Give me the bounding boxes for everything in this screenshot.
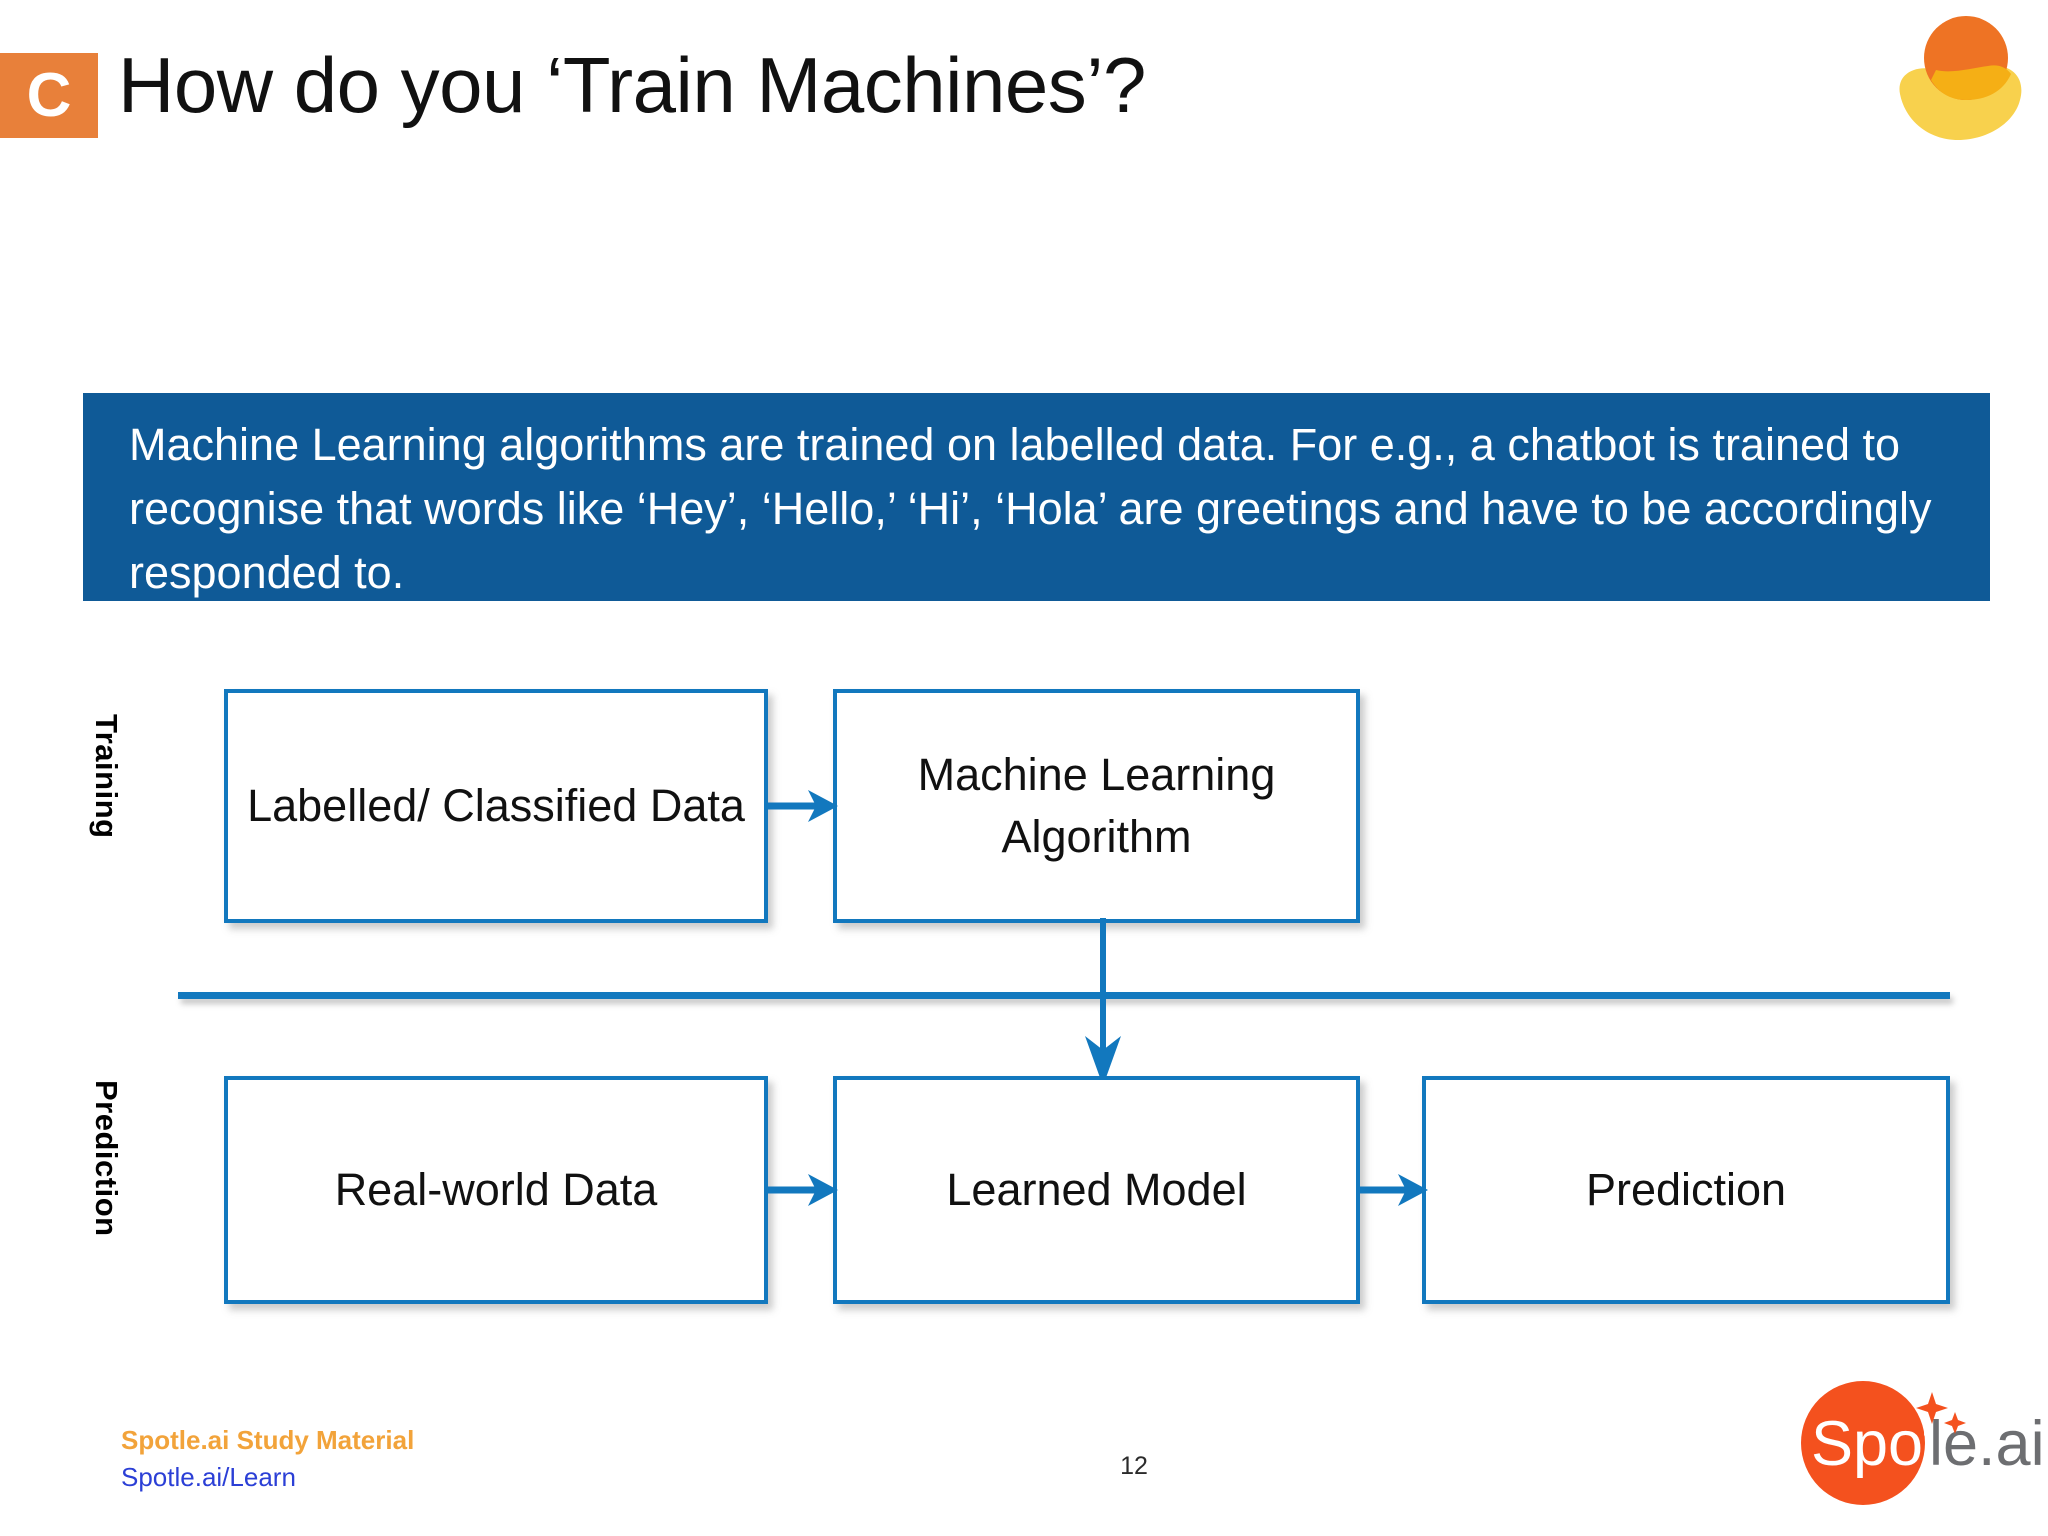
page-number: 12 [1120,1452,1148,1480]
arrow-right-learned-model-to-prediction [1356,1170,1432,1210]
section-divider [178,992,1950,999]
flow-box-label: Prediction [1585,1164,1787,1215]
flow-box-label: Machine Learning Algorithm [917,749,1276,862]
flow-box-label: Real-world Data [334,1164,658,1215]
flow-box-labelled-data[interactable]: Labelled/ Classified Data [224,689,768,923]
chapter-badge: C [0,53,98,138]
flow-box-realworld-data[interactable]: Real-world Data [224,1076,768,1304]
sun-over-bowl-logo-icon [1890,8,2030,148]
footer-learn-link[interactable]: Spotle.ai/Learn [121,1462,296,1492]
row-label-training: Training [89,714,124,839]
flow-box-ml-algorithm[interactable]: Machine Learning Algorithm [833,689,1360,923]
svg-text:Spot: Spot [1811,1409,1941,1479]
spotle-ai-logo-icon: Spot le.ai [1795,1380,2045,1510]
flow-box-learned-model[interactable]: Learned Model [833,1076,1360,1304]
arrow-down-algorithm-to-learned-model [1078,918,1128,1088]
flow-box-label: Labelled/ Classified Data [247,780,745,831]
statement-band: Machine Learning algorithms are trained … [83,393,1990,601]
flow-box-label: Learned Model [946,1164,1247,1215]
flow-box-prediction[interactable]: Prediction [1422,1076,1950,1304]
row-label-prediction: Prediction [89,1080,124,1237]
statement-text: Machine Learning algorithms are trained … [129,419,1932,598]
arrow-right-realworld-to-learned-model [764,1170,842,1210]
footer-study-material: Spotle.ai Study Material [121,1425,415,1455]
arrow-right-labelled-to-algorithm [764,786,842,826]
page-title: How do you ‘Train Machines’? [118,41,1146,129]
svg-text:le.ai: le.ai [1929,1409,2045,1479]
